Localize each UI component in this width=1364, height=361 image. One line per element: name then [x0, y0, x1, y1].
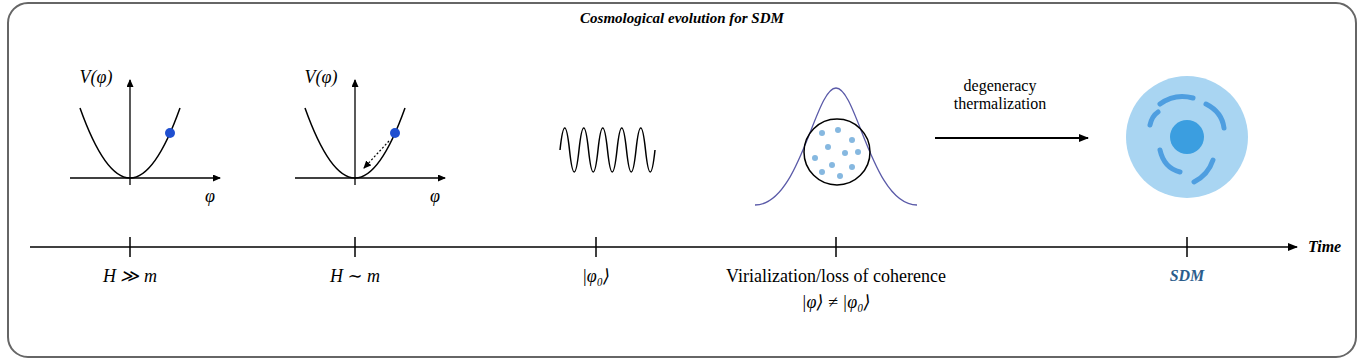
axis-label: V(φ) [305, 67, 338, 88]
virialized-halo [755, 88, 917, 205]
stage-label: SDM [1170, 267, 1205, 285]
ticks [130, 237, 1187, 257]
axis-label: Time [1308, 238, 1341, 256]
state-label: |φ₀⟩ [582, 266, 610, 287]
stage-label: Virialization/loss of coherence [726, 266, 946, 287]
oscillation-wave [560, 128, 655, 172]
time-label: H ∼ m [330, 266, 380, 287]
sdm-halo [1126, 76, 1248, 198]
figure-title: Cosmological evolution for SDM [580, 10, 784, 27]
axis-label: φ [430, 186, 440, 207]
axis-label: V(φ) [80, 67, 113, 88]
process-label: degeneracy thermalization [954, 77, 1046, 114]
potential-plot [70, 80, 220, 185]
potential-plot [295, 80, 445, 185]
time-label: H ≫ m [103, 266, 157, 287]
axis-label: φ [205, 186, 215, 207]
state-label: |φ⟩ ≠ |φ₀⟩ [802, 292, 871, 313]
frame [8, 3, 1356, 357]
time-axis [30, 246, 1297, 248]
process-arrow [935, 137, 1088, 139]
